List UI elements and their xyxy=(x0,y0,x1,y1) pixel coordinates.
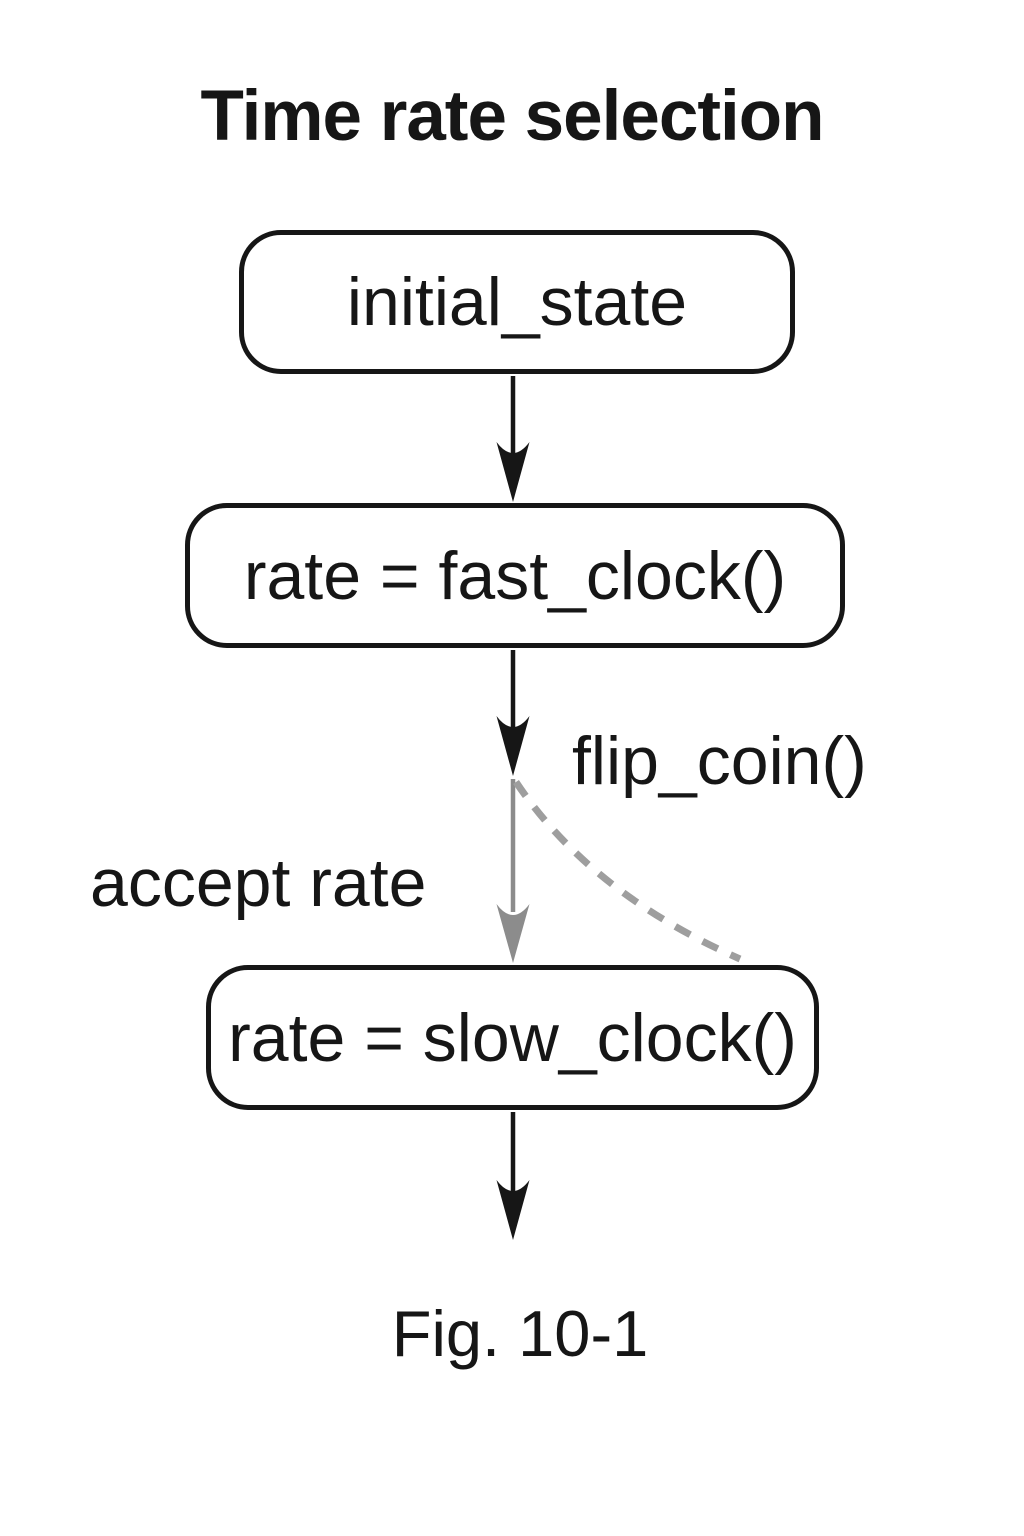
node-fast-clock: rate = fast_clock() xyxy=(185,503,845,648)
flip-coin-label: flip_coin() xyxy=(572,723,867,799)
node-initial-state-label: initial_state xyxy=(346,264,688,340)
diagram-title: Time rate selection xyxy=(200,77,825,156)
arrow-fast-to-flip xyxy=(496,650,530,776)
output-arrow xyxy=(496,1112,530,1240)
arrow-initial-to-fast xyxy=(496,376,530,502)
accept-rate-arrow xyxy=(496,779,530,963)
accept-rate-label: accept rate xyxy=(90,845,427,921)
node-slow-clock-label: rate = slow_clock() xyxy=(228,999,797,1076)
node-initial-state: initial_state xyxy=(239,230,795,374)
flip-coin-dashed-curve xyxy=(513,780,742,963)
node-fast-clock-label: rate = fast_clock() xyxy=(243,537,787,614)
figure-caption: Fig. 10-1 xyxy=(391,1297,649,1370)
node-slow-clock: rate = slow_clock() xyxy=(206,965,819,1110)
